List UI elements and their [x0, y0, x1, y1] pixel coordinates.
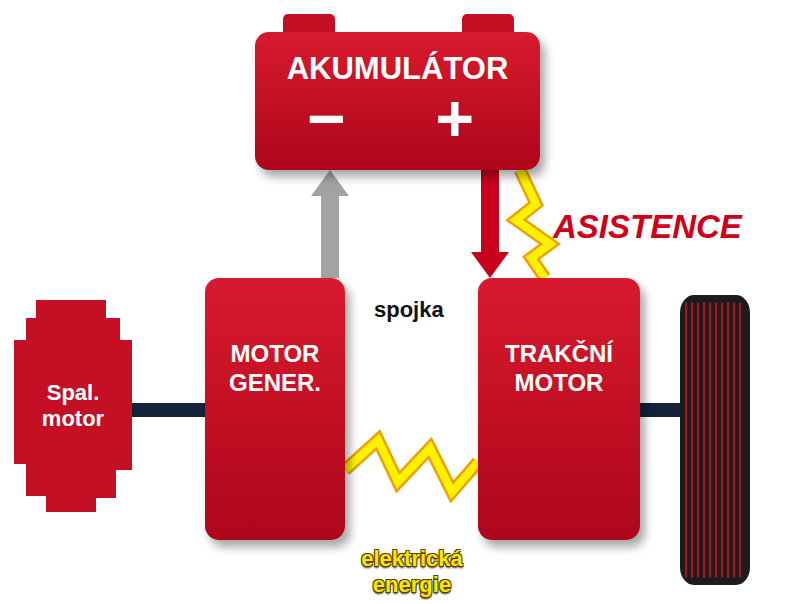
node-title: MOTOR GENER. [215, 340, 335, 398]
engine-body [14, 300, 132, 512]
tread-groove [691, 303, 693, 578]
polarity-sign: − [307, 87, 346, 150]
tread-groove [685, 303, 687, 578]
clutch-label: spojka [374, 297, 444, 323]
tread-groove [715, 303, 717, 578]
tread-groove [739, 303, 741, 578]
arrow-shaft [321, 195, 339, 278]
arrow-head [311, 170, 349, 196]
engine-shape: Spal. motor [14, 300, 132, 512]
bolt-edge [516, 170, 550, 278]
bolt-edge [345, 440, 478, 492]
tread-groove [733, 303, 735, 578]
flow-arrow [471, 170, 509, 278]
lightning-connector [516, 170, 550, 278]
node-title: AKUMULÁTOR [265, 50, 530, 87]
node-title: TRAKČNÍ MOTOR [488, 340, 630, 398]
tire [680, 295, 750, 585]
traction-motor-box: TRAKČNÍ MOTOR [478, 278, 640, 540]
flow-arrow [311, 170, 349, 278]
bolt-core [345, 440, 478, 492]
drive-shaft [132, 410, 205, 411]
tread-groove [703, 303, 705, 578]
tread-groove [727, 303, 729, 578]
arrow-head [471, 252, 509, 278]
bolt-core [516, 170, 550, 278]
shaft-line [132, 403, 205, 417]
generator-box: MOTOR GENER. [205, 278, 345, 540]
shaft-line [640, 403, 680, 417]
tread-groove [721, 303, 723, 578]
tread-groove [709, 303, 711, 578]
polarity-sign: + [435, 87, 474, 150]
energy-label: elektrická energie [330, 546, 494, 599]
wheel-shape: Kola [680, 295, 750, 585]
battery-box: AKUMULÁTOR−+ [255, 32, 540, 170]
node-title: Spal. motor [23, 380, 123, 433]
lightning-connector [345, 440, 478, 492]
tire-outline [680, 295, 750, 585]
tread-groove [697, 303, 699, 578]
assist-label: ASISTENCE [553, 208, 742, 246]
drive-shaft [640, 410, 680, 411]
arrow-shaft [481, 170, 499, 253]
terminal-signs: −+ [265, 87, 530, 150]
